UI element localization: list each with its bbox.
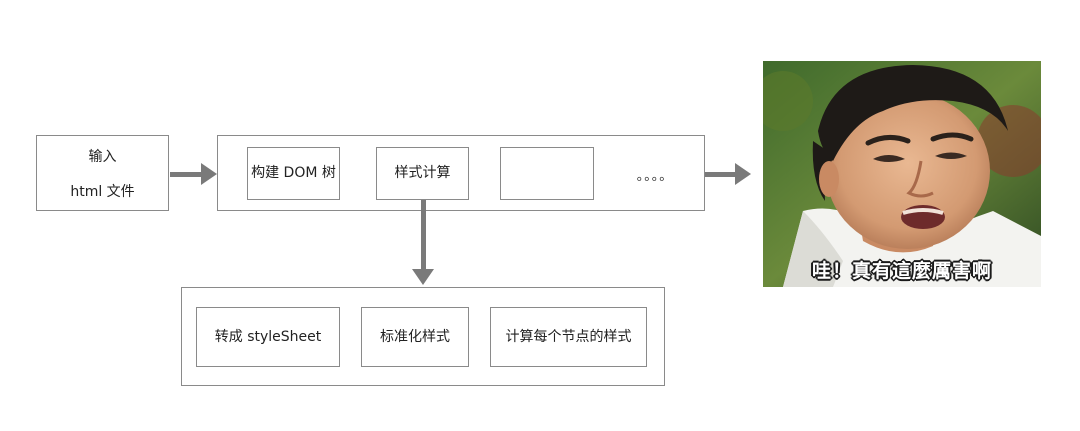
meme-caption: 哇！真有這麼厲害啊 xyxy=(811,260,992,282)
input-box xyxy=(36,135,169,211)
step-normalize-styles: 标准化样式 xyxy=(361,307,469,367)
reaction-meme-image: 哇！真有這麼厲害啊 xyxy=(763,61,1041,287)
step-build-dom-tree: 构建 DOM 树 xyxy=(247,147,340,200)
step-style-calculation: 样式计算 xyxy=(376,147,469,200)
step-convert-stylesheet: 转成 styleSheet xyxy=(196,307,340,367)
step-empty xyxy=(500,147,594,200)
step-compute-node-styles: 计算每个节点的样式 xyxy=(490,307,647,367)
input-label-line2: html 文件 xyxy=(70,183,135,200)
pipeline-ellipsis: 。。。。 xyxy=(636,169,674,185)
input-label-line1: 输入 xyxy=(88,148,117,165)
